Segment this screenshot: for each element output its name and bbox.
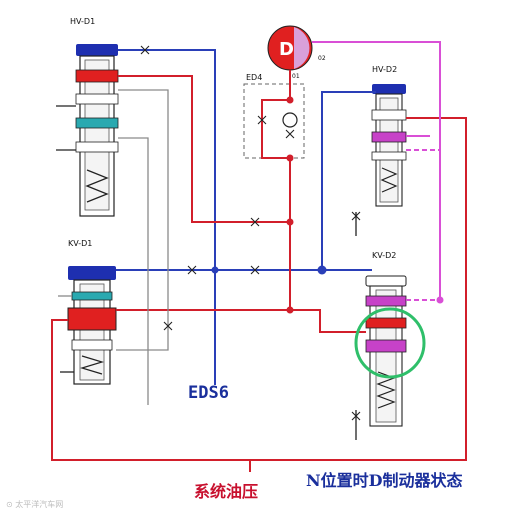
- label-kv-d1: KV-D1: [68, 239, 92, 248]
- hv-d1-bore: [84, 59, 110, 211]
- blue-junction-2: [317, 265, 327, 275]
- orifice-3: [250, 265, 260, 275]
- caption-system-pressure: 系统油压: [194, 482, 258, 501]
- kv-d2-magenta-land-2: [365, 339, 407, 353]
- brake-d: [267, 25, 313, 71]
- red-line-system-loop: [51, 117, 467, 461]
- label-eds6: EDS6: [188, 383, 229, 403]
- red-junction-3: [286, 218, 294, 226]
- kv-d2-magenta-land-1: [365, 295, 407, 307]
- hv-d1-cap: [76, 44, 118, 56]
- gray-line-1: [116, 89, 169, 351]
- hv-d2-land-1: [371, 109, 407, 121]
- valve-hv-d1: [75, 44, 119, 217]
- highlight-circle-kv-d2: [354, 307, 426, 379]
- brake-d-magenta-half: [294, 27, 310, 69]
- orifices: [140, 45, 361, 421]
- kv-d2-red-land: [365, 317, 407, 329]
- red-line-kv-d1-to-kv-d2: [116, 309, 366, 333]
- gray-lines: [58, 89, 169, 405]
- label-kv-d2: KV-D2: [372, 251, 396, 260]
- hv-d2-cap: [372, 84, 406, 94]
- valve-hv-d2: [371, 84, 407, 207]
- label-ed4: ED4: [246, 73, 262, 82]
- hv-d1-red-land: [75, 69, 119, 83]
- red-line-ed4: [261, 70, 291, 310]
- label-hv-d1: HV-D1: [70, 17, 95, 26]
- caption-n-position-state: N位置时D制动器状态: [306, 471, 463, 490]
- blue-lines: [116, 49, 376, 385]
- red-junction-2: [286, 154, 294, 162]
- hv-d1-spring: [85, 169, 109, 203]
- blue-line-hv-d1: [118, 49, 216, 385]
- magenta-lines: [312, 41, 441, 301]
- hv-d1-cyan-land: [75, 117, 119, 129]
- red-line-hv-d1: [118, 75, 290, 223]
- kv-d1-red-land: [67, 307, 117, 331]
- orifice-7: [285, 129, 295, 139]
- kv-d1-land: [71, 339, 113, 351]
- dark-lines: [56, 105, 357, 440]
- brake-d-letter: D: [279, 39, 294, 60]
- gray-line-2: [118, 137, 149, 405]
- magenta-line-brake-d: [312, 41, 441, 300]
- orifice-2: [187, 265, 197, 275]
- red-lines: [51, 70, 467, 472]
- hv-d2-magenta-land: [371, 131, 407, 143]
- orifice-4: [250, 217, 260, 227]
- brake-d-port-02: 02: [318, 55, 326, 62]
- red-junction-4: [286, 306, 294, 314]
- kv-d2-cap: [365, 275, 407, 287]
- orifice-5: [163, 321, 173, 331]
- hv-d2-spring: [380, 167, 398, 193]
- orifice-8: [351, 211, 361, 221]
- ed4-solenoid-symbol: [282, 112, 298, 128]
- blue-line-to-hv-d2: [321, 91, 376, 270]
- kv-d1-spring: [79, 355, 105, 375]
- kv-d1-cyan-land: [71, 291, 113, 301]
- kv-d1-cap: [68, 266, 116, 280]
- hv-d2-land-2: [371, 151, 407, 161]
- red-junction-1: [286, 96, 294, 104]
- valve-kv-d1: [67, 266, 117, 385]
- valve-kv-d2: [365, 275, 407, 427]
- hv-d1-land-2: [75, 141, 119, 153]
- orifice-1: [140, 45, 150, 55]
- label-hv-d2: HV-D2: [372, 65, 397, 74]
- magenta-junction: [436, 296, 444, 304]
- watermark: ⊙ 太平洋汽车网: [6, 499, 63, 509]
- brake-d-port-01: 01: [292, 73, 300, 80]
- hv-d1-land-1: [75, 93, 119, 105]
- blue-junction-1: [211, 266, 219, 274]
- orifice-6: [257, 115, 267, 125]
- orifice-9: [351, 411, 361, 421]
- hv-d2-bore: [379, 97, 399, 203]
